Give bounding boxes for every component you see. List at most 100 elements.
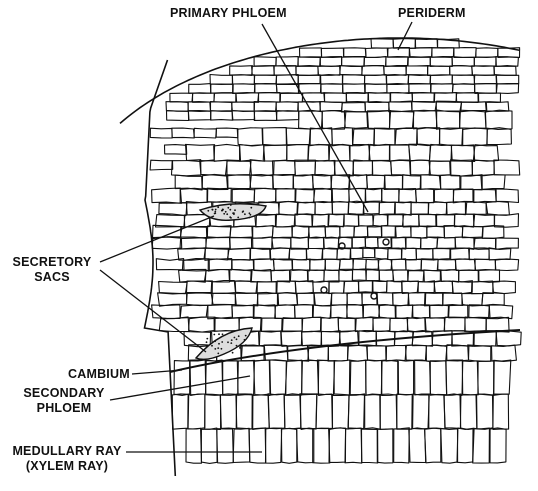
cell	[254, 57, 276, 66]
cell	[174, 361, 190, 396]
cell	[258, 93, 280, 103]
cell	[180, 238, 206, 249]
cell	[349, 189, 366, 203]
cell	[295, 160, 316, 175]
cell	[184, 214, 210, 227]
stipple-dot	[229, 209, 231, 211]
cell	[180, 305, 208, 318]
cell	[150, 160, 173, 170]
cell	[424, 270, 441, 282]
cell	[344, 281, 359, 293]
cell	[329, 428, 346, 462]
cell	[317, 360, 334, 395]
cell	[272, 226, 292, 238]
cell	[298, 75, 320, 84]
cell	[254, 102, 276, 112]
cell	[325, 259, 340, 270]
section-left-edge	[145, 60, 176, 476]
cell	[302, 360, 319, 395]
cell	[289, 248, 307, 260]
cell	[493, 281, 516, 294]
cell	[302, 331, 322, 345]
stipple-dot	[217, 347, 219, 349]
cell	[276, 189, 296, 203]
stipple-dot	[227, 341, 229, 343]
cell	[165, 145, 187, 155]
cell	[366, 259, 379, 269]
cell	[367, 346, 387, 361]
stipple-dot	[242, 210, 244, 212]
cell	[459, 270, 479, 282]
stipple-dot	[230, 342, 232, 344]
cell	[462, 294, 483, 306]
cell	[324, 237, 339, 249]
cell	[366, 360, 383, 395]
cell	[230, 269, 252, 281]
cell	[439, 175, 460, 190]
cell	[487, 128, 512, 145]
cell	[345, 428, 362, 463]
cell	[387, 75, 409, 84]
cell	[452, 75, 475, 84]
cell	[159, 282, 188, 294]
cell	[278, 293, 297, 306]
cell	[313, 305, 332, 319]
cell	[365, 394, 381, 429]
cell	[472, 160, 494, 175]
cell	[343, 75, 365, 84]
cell	[207, 188, 231, 202]
cell	[152, 188, 182, 203]
cell	[373, 281, 387, 293]
cell	[451, 160, 473, 176]
cell	[479, 93, 501, 102]
cell	[347, 305, 364, 319]
cell	[292, 259, 310, 271]
stipple-dot	[249, 217, 251, 219]
cell	[276, 111, 299, 121]
cell	[367, 175, 386, 189]
stipple-dot	[225, 211, 227, 213]
stipple-dot	[230, 204, 232, 206]
leader-secondary-phloem	[110, 376, 250, 400]
cell	[152, 305, 181, 319]
cell	[214, 144, 241, 161]
cell	[230, 66, 253, 76]
cell	[181, 227, 207, 239]
cell	[413, 305, 430, 318]
stipple-dot	[217, 353, 219, 355]
stipple-dot	[218, 333, 220, 335]
cell	[474, 57, 496, 66]
cell	[321, 84, 343, 94]
cell	[274, 259, 293, 271]
cell	[263, 145, 287, 161]
cell	[419, 215, 436, 227]
cell	[313, 428, 330, 463]
cell	[408, 75, 431, 84]
cell	[387, 281, 402, 293]
cell	[262, 318, 283, 332]
stipple-dot	[245, 335, 247, 337]
cell	[236, 394, 252, 429]
cell	[254, 360, 270, 395]
cell	[331, 305, 347, 319]
cell	[172, 128, 194, 138]
cell	[447, 202, 466, 215]
cell	[284, 394, 300, 429]
cell	[455, 237, 475, 249]
cell	[299, 110, 323, 129]
cell	[393, 39, 416, 49]
cell	[188, 111, 210, 120]
leader-secretory-upper	[100, 216, 214, 262]
cell	[172, 160, 201, 176]
stipple-dot	[206, 345, 208, 347]
cell	[378, 259, 392, 270]
cell	[252, 66, 275, 76]
cell	[321, 75, 343, 85]
cell	[393, 293, 409, 306]
cell	[408, 57, 430, 66]
cell	[395, 128, 417, 145]
stipple-dot	[250, 214, 252, 216]
cell	[320, 57, 342, 67]
cell	[180, 188, 208, 203]
cell	[346, 93, 368, 103]
